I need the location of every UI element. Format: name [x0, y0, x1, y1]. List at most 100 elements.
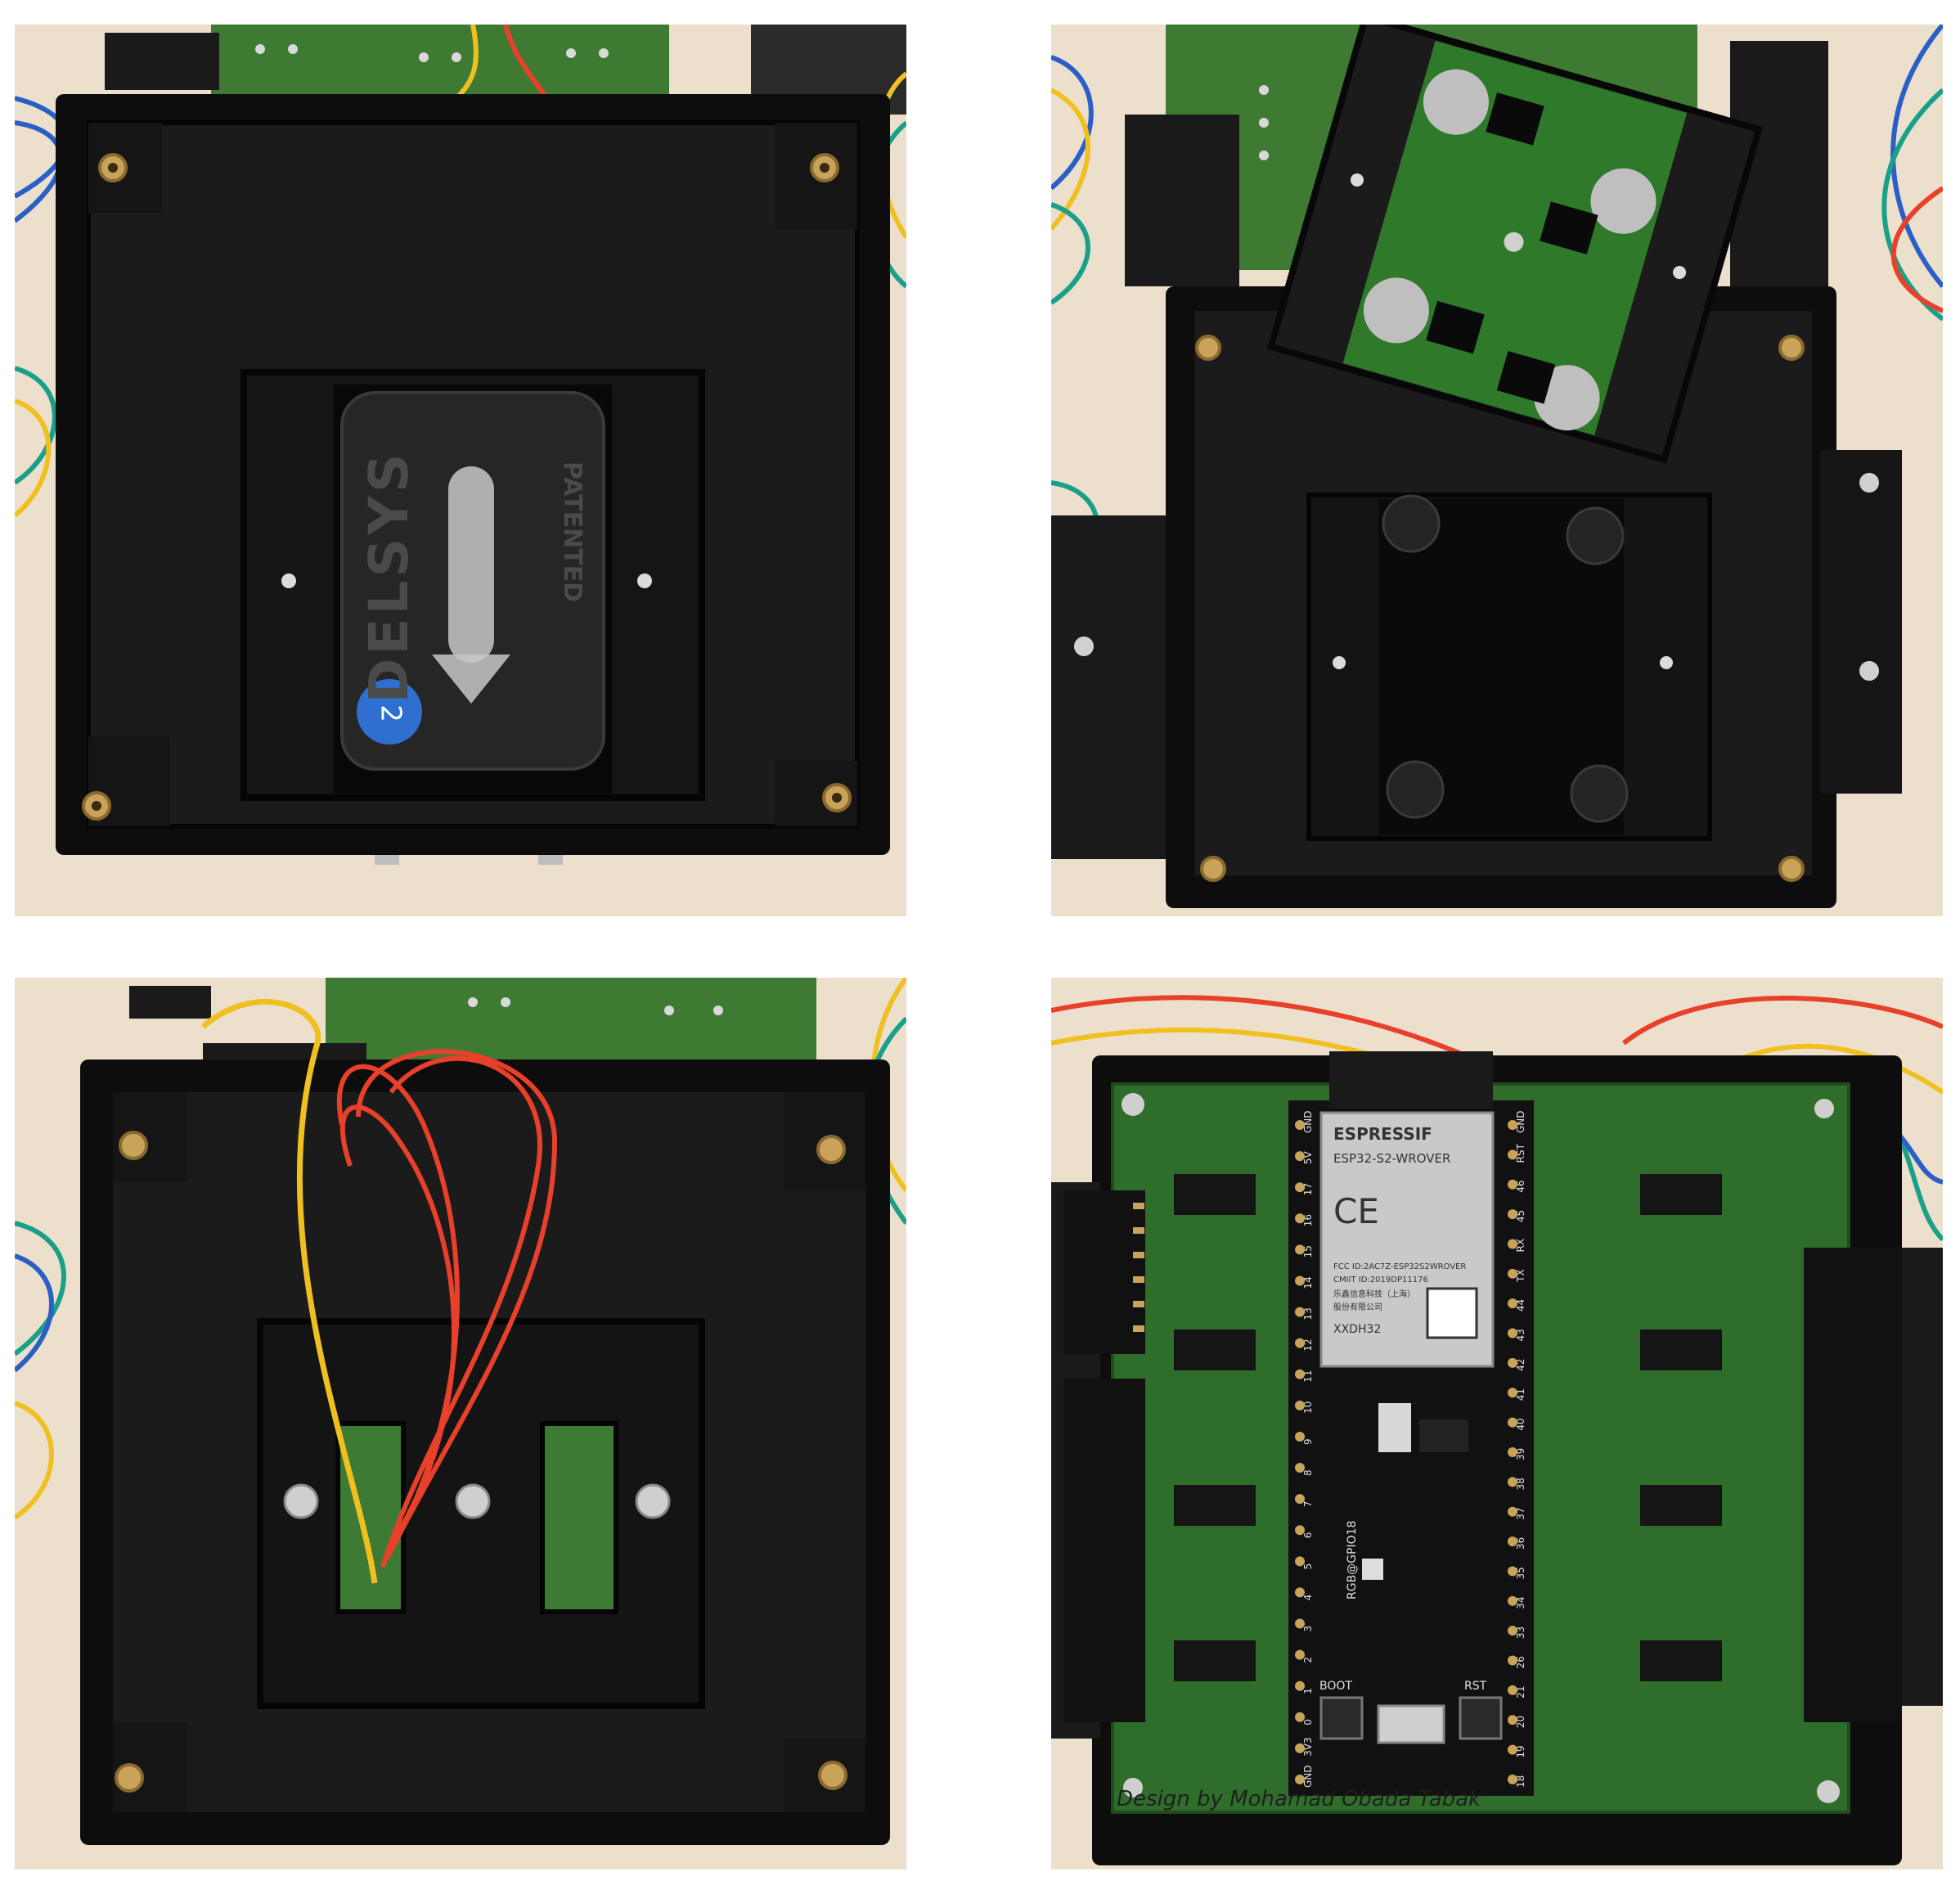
pin-label: 12	[1302, 1338, 1314, 1351]
module-maker-label: 乐鑫信息科技（上海）	[1333, 1289, 1415, 1299]
pin-label: 3	[1302, 1626, 1314, 1632]
header-pin	[1295, 1338, 1305, 1348]
pin-label: 3V3	[1302, 1737, 1314, 1756]
pin-label: 6	[1302, 1532, 1314, 1539]
header-pin	[1295, 1213, 1305, 1224]
module-ce-mark: CE	[1333, 1191, 1379, 1231]
pin-label: 34	[1515, 1597, 1526, 1609]
pin-label: 14	[1302, 1276, 1314, 1289]
pin-label: 40	[1515, 1418, 1526, 1430]
pin-label: 37	[1515, 1507, 1526, 1519]
header-pin	[1508, 1298, 1517, 1309]
header-pin	[1508, 1268, 1517, 1279]
header-pin	[1508, 1626, 1517, 1636]
pin-label: 41	[1515, 1388, 1526, 1401]
design-credit-label: Design by Mohamad Obada Tabak	[1117, 1787, 1481, 1811]
pin-label: 39	[1515, 1448, 1526, 1460]
header-pin	[1295, 1680, 1305, 1691]
header-pin	[1295, 1120, 1305, 1130]
photo-lid-wiring-drawing	[15, 978, 906, 1869]
header-pin	[1508, 1685, 1517, 1695]
sensor-brand-label: DELSYS	[357, 451, 420, 704]
pin-label: 15	[1302, 1245, 1314, 1257]
pin-label: 18	[1515, 1775, 1526, 1788]
module-brand-label: ESPRESSIF	[1333, 1124, 1432, 1144]
pin-label: 1	[1302, 1688, 1314, 1694]
pin-label: 26	[1515, 1656, 1526, 1668]
pin-label: 36	[1515, 1537, 1526, 1550]
photo-lid-wiring	[15, 978, 906, 1869]
pin-labels-right: 1819202126333435363738394041424344TXRX45…	[1508, 1110, 1526, 1788]
sensor-badge-number: 2	[375, 704, 407, 722]
sensor-patent-label: PATENTED	[558, 461, 587, 602]
pin-label: RST	[1515, 1143, 1526, 1163]
pin-label: 0	[1302, 1719, 1314, 1725]
rgb-led-icon	[1362, 1559, 1383, 1580]
header-pin	[1295, 1151, 1305, 1162]
pin-label: GND	[1302, 1765, 1314, 1788]
header-pin	[1295, 1244, 1305, 1255]
header-pin	[1295, 1712, 1305, 1722]
pin-label: 7	[1302, 1501, 1314, 1508]
header-pin	[1295, 1587, 1305, 1598]
header-pin	[1295, 1275, 1305, 1286]
pin-label: 9	[1302, 1438, 1314, 1445]
header-pin	[1295, 1431, 1305, 1442]
pin-label: 42	[1515, 1359, 1526, 1371]
pin-label: 17	[1302, 1183, 1314, 1195]
header-pin	[1295, 1775, 1305, 1784]
header-pin	[1508, 1536, 1517, 1547]
header-pin	[1508, 1477, 1517, 1487]
header-pin	[1295, 1400, 1305, 1410]
header-pin	[1508, 1120, 1517, 1130]
header-pin	[1508, 1149, 1517, 1160]
header-pin	[1295, 1525, 1305, 1536]
module-model-label: ESP32-S2-WROVER	[1333, 1151, 1450, 1166]
header-pin	[1508, 1328, 1517, 1338]
photo-esp32-board-drawing: ESPRESSIF ESP32-S2-WROVER CE FCC ID:2AC7…	[1051, 978, 1943, 1869]
header-pin	[1508, 1595, 1517, 1606]
header-pin	[1508, 1357, 1517, 1368]
header-pin	[1508, 1775, 1517, 1784]
photo-enclosure-with-lid	[1051, 25, 1943, 916]
header-pin	[1295, 1494, 1305, 1505]
pin-label: 19	[1515, 1745, 1526, 1757]
photo-esp32-board: ESPRESSIF ESP32-S2-WROVER CE FCC ID:2AC7…	[1051, 978, 1943, 1869]
header-pin	[1295, 1307, 1305, 1317]
pin-label: 35	[1515, 1567, 1526, 1579]
header-pin	[1295, 1369, 1305, 1379]
header-pin	[1295, 1182, 1305, 1193]
pin-label: 2	[1302, 1657, 1314, 1663]
rst-label: RST	[1464, 1680, 1487, 1693]
header-pin	[1508, 1744, 1517, 1755]
header-pin	[1508, 1715, 1517, 1725]
header-pin	[1295, 1556, 1305, 1567]
pin-label: 4	[1302, 1595, 1314, 1601]
header-pin	[1508, 1447, 1517, 1457]
pin-label: 46	[1515, 1180, 1526, 1192]
pin-label: 11	[1302, 1370, 1314, 1382]
header-pin	[1295, 1649, 1305, 1660]
pin-label: 20	[1515, 1716, 1526, 1728]
pin-label: 8	[1302, 1469, 1314, 1476]
header-pin	[1295, 1463, 1305, 1473]
pin-label: RX	[1515, 1239, 1526, 1253]
header-pin	[1295, 1618, 1305, 1629]
header-pin	[1508, 1179, 1517, 1190]
pin-label: 44	[1515, 1299, 1526, 1311]
header-pin	[1295, 1743, 1305, 1753]
photo-sensor-in-enclosure: 2 DELSYS PATENTED	[15, 25, 906, 916]
header-pin	[1508, 1566, 1517, 1577]
header-pin	[1508, 1417, 1517, 1428]
boot-button[interactable]	[1319, 1696, 1364, 1740]
reset-button[interactable]	[1459, 1696, 1503, 1740]
photo-enclosure-with-lid-drawing	[1051, 25, 1943, 916]
usb-port-icon	[1377, 1704, 1445, 1744]
header-pin	[1508, 1655, 1517, 1666]
module-cert-line2: CMIIT ID:2019DP11176	[1333, 1275, 1428, 1284]
pin-label: 45	[1515, 1210, 1526, 1222]
pin-label: 21	[1515, 1686, 1526, 1698]
header-pin	[1508, 1209, 1517, 1220]
rgb-gpio-label: RGB@GPIO18	[1346, 1521, 1359, 1599]
